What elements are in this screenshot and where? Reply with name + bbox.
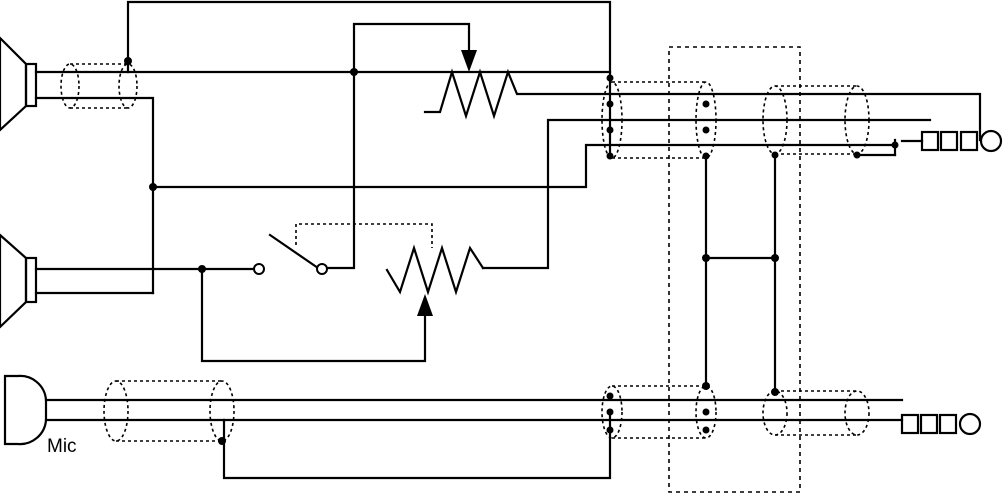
speaker-top	[0, 36, 38, 132]
switch-linkage	[295, 223, 433, 248]
mic-label: Mic	[47, 436, 77, 457]
switch-contact-right	[316, 263, 328, 275]
potentiometer-arrows	[417, 50, 477, 316]
switch-contact-left	[253, 263, 265, 275]
microphone	[3, 374, 48, 446]
headphone-jack-top	[900, 129, 1003, 153]
junction-dots	[124, 57, 899, 445]
wires	[34, 0, 982, 480]
shields	[60, 46, 870, 493]
speaker-middle	[0, 233, 38, 329]
mic-jack-bottom	[900, 412, 982, 436]
